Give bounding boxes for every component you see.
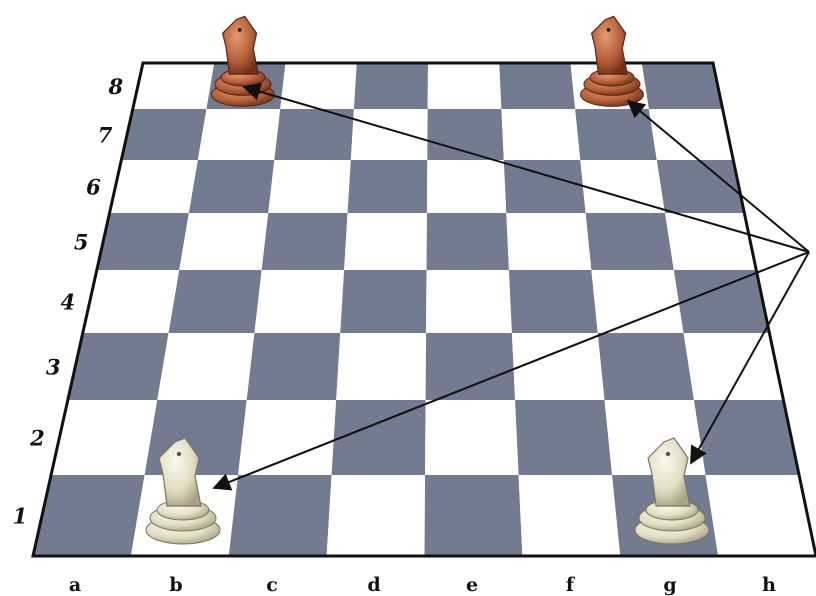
square-b4[interactable] <box>169 270 262 333</box>
square-d3[interactable] <box>336 333 426 400</box>
square-d6[interactable] <box>348 160 428 213</box>
square-f8[interactable] <box>499 63 575 109</box>
square-c5[interactable] <box>262 213 348 270</box>
square-e1[interactable] <box>425 475 523 556</box>
square-d2[interactable] <box>332 400 426 475</box>
square-b7[interactable] <box>198 109 280 160</box>
square-h5[interactable] <box>665 213 756 270</box>
square-f4[interactable] <box>509 270 598 333</box>
square-h8[interactable] <box>642 63 723 109</box>
file-label-c: c <box>266 574 278 596</box>
square-d8[interactable] <box>354 63 428 109</box>
rank-label-6: 6 <box>86 175 101 200</box>
file-label-f: f <box>566 574 576 596</box>
square-g6[interactable] <box>580 160 665 213</box>
square-a4[interactable] <box>83 270 179 333</box>
square-f1[interactable] <box>519 475 621 556</box>
square-h1[interactable] <box>706 475 816 556</box>
square-g5[interactable] <box>586 213 674 270</box>
square-b3[interactable] <box>157 333 254 400</box>
square-c1[interactable] <box>229 475 332 556</box>
square-c8[interactable] <box>280 63 357 109</box>
rank-label-3: 3 <box>46 355 61 380</box>
file-label-b: b <box>169 574 182 596</box>
rank-label-5: 5 <box>74 230 89 255</box>
file-label-a: a <box>69 574 81 596</box>
square-e2[interactable] <box>425 400 519 475</box>
file-label-e: e <box>466 574 478 596</box>
square-d5[interactable] <box>344 213 427 270</box>
file-labels: a b c d e f g h <box>69 574 776 596</box>
rank-label-1: 1 <box>13 504 28 529</box>
square-e4[interactable] <box>426 270 512 333</box>
square-b5[interactable] <box>179 213 268 270</box>
square-d1[interactable] <box>327 475 425 556</box>
board-squares <box>33 63 816 556</box>
square-e5[interactable] <box>427 213 509 270</box>
file-label-h: h <box>762 574 776 596</box>
file-label-g: g <box>663 574 676 596</box>
square-h4[interactable] <box>674 270 770 333</box>
square-a2[interactable] <box>51 400 157 475</box>
square-b6[interactable] <box>189 160 274 213</box>
square-d7[interactable] <box>351 109 428 160</box>
square-f2[interactable] <box>515 400 612 475</box>
square-a6[interactable] <box>110 160 198 213</box>
rank-label-2: 2 <box>29 426 45 451</box>
square-a5[interactable] <box>97 213 189 270</box>
square-f3[interactable] <box>512 333 605 400</box>
square-f5[interactable] <box>506 213 591 270</box>
square-e6[interactable] <box>427 160 506 213</box>
square-g4[interactable] <box>591 270 683 333</box>
rank-label-8: 8 <box>108 74 124 99</box>
square-f6[interactable] <box>504 160 586 213</box>
square-c4[interactable] <box>254 270 344 333</box>
black-knight-g8-icon[interactable] <box>581 16 644 106</box>
square-a3[interactable] <box>68 333 169 400</box>
square-c6[interactable] <box>268 160 351 213</box>
square-d4[interactable] <box>340 270 426 333</box>
file-label-d: d <box>367 574 380 596</box>
square-c2[interactable] <box>238 400 336 475</box>
square-f7[interactable] <box>501 109 580 160</box>
rank-label-7: 7 <box>98 123 113 148</box>
square-g7[interactable] <box>575 109 657 160</box>
square-e8[interactable] <box>428 63 502 109</box>
square-a8[interactable] <box>133 63 215 109</box>
square-g3[interactable] <box>598 333 694 400</box>
rank-label-4: 4 <box>60 290 75 315</box>
square-c3[interactable] <box>247 333 341 400</box>
square-a7[interactable] <box>121 109 206 160</box>
square-h2[interactable] <box>694 400 799 475</box>
square-h3[interactable] <box>684 333 784 400</box>
square-e3[interactable] <box>426 333 515 400</box>
